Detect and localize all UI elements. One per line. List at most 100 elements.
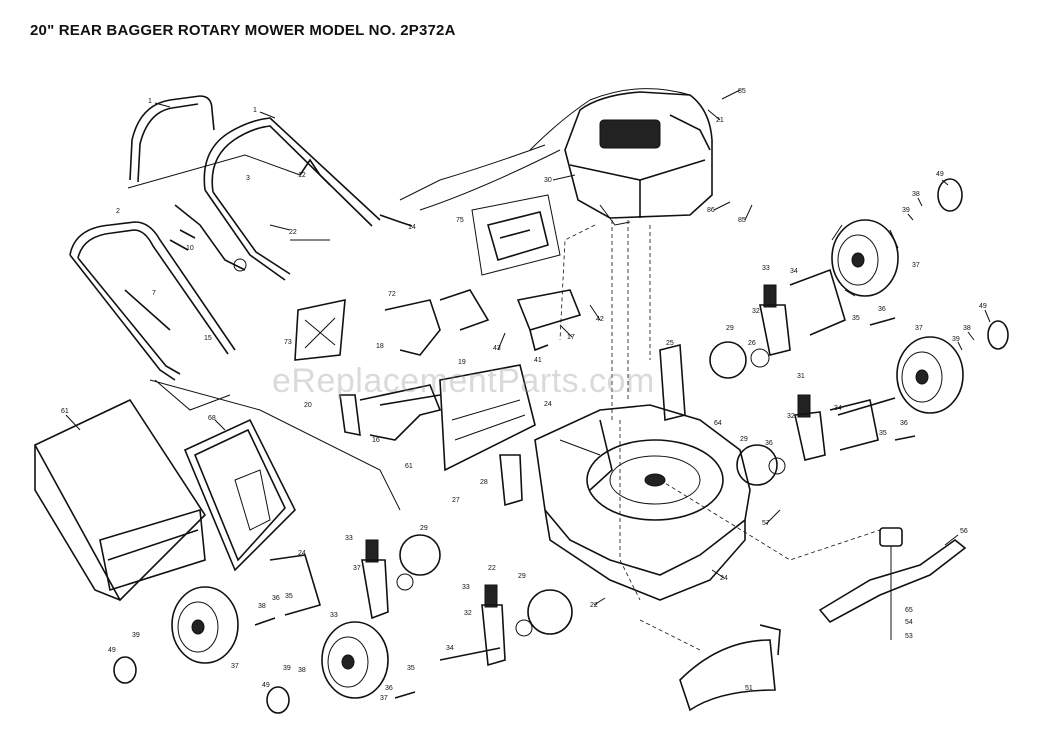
gear-plates: [396, 341, 786, 637]
callout-c77: 33: [330, 612, 338, 619]
mower-deck: [534, 404, 751, 601]
callout-c72: 22: [488, 565, 496, 572]
callout-c20: 38: [963, 325, 971, 332]
callout-c39: 61: [405, 463, 413, 470]
callout-c56: 28: [480, 479, 488, 486]
wheel-left-bottom: [171, 586, 239, 664]
rear-door-parts: [339, 364, 536, 472]
callout-c67: 49: [108, 647, 116, 654]
callout-c21: 39: [952, 336, 960, 343]
callout-c42: 25: [666, 340, 674, 347]
callout-c82: 65: [905, 607, 913, 614]
callout-c32: 22: [289, 229, 297, 236]
deck-brackets: [499, 343, 686, 507]
callout-c27: 72: [388, 291, 396, 298]
callout-c66: 39: [132, 632, 140, 639]
diagram-title: 20" REAR BAGGER ROTARY MOWER MODEL NO. 2…: [30, 22, 456, 39]
callout-c83: 54: [905, 619, 913, 626]
callout-c35: 12: [298, 172, 306, 179]
callout-c49: 32: [787, 413, 795, 420]
callout-labels: 1 1 2 3 85 21 30 86 85 49 38 39 37 33 34…: [61, 88, 987, 702]
callout-c40: 41: [534, 357, 542, 364]
callout-c48: 31: [797, 373, 805, 380]
callout-c81: 37: [380, 695, 388, 702]
callout-c59: 33: [345, 535, 353, 542]
callout-c23: 75: [456, 217, 464, 224]
callout-c74: 34: [446, 645, 454, 652]
callout-c53: 61: [61, 408, 69, 415]
callout-c52: 36: [900, 420, 908, 427]
callout-c22: 37: [915, 325, 923, 332]
callout-c68: 37: [231, 663, 239, 670]
bracket-box: [471, 194, 561, 276]
callout-c84: 53: [905, 633, 913, 640]
callout-c36: 15: [204, 335, 212, 342]
callout-c15: 34: [790, 268, 798, 275]
callout-c13: 37: [912, 262, 920, 269]
callout-c3: 2: [116, 208, 120, 215]
callout-c7: 30: [544, 177, 552, 184]
callout-c63: 36: [272, 595, 280, 602]
callout-c61: 37: [353, 565, 361, 572]
callout-c62: 24: [298, 550, 306, 557]
callout-c12: 39: [902, 207, 910, 214]
callout-c79: 49: [262, 682, 270, 689]
callout-c41: 24: [544, 401, 552, 408]
callout-c37: 20: [304, 402, 312, 409]
callout-c30: 73: [284, 339, 292, 346]
height-adjusters: [269, 268, 879, 667]
callout-c46: 29: [740, 436, 748, 443]
callout-c4: 3: [246, 175, 250, 182]
callout-c28: 18: [376, 343, 384, 350]
callout-c55: 27: [452, 497, 460, 504]
callout-c69: 33: [462, 584, 470, 591]
callout-c75: 35: [407, 665, 415, 672]
callout-c29: 19: [458, 359, 466, 366]
callout-c8: 86: [707, 207, 715, 214]
callout-c65: 38: [258, 603, 266, 610]
watermark-text: eReplacementParts.com: [272, 362, 655, 400]
bag-frame-outline: [149, 379, 401, 511]
callout-c11: 38: [912, 191, 920, 198]
mulch-plug: [294, 298, 346, 361]
callout-c6: 21: [716, 117, 724, 124]
upper-handle: [127, 95, 301, 189]
callout-c85: 51: [745, 685, 753, 692]
engine: [399, 88, 713, 226]
chute-bracket: [384, 289, 582, 356]
callout-c80: 38: [298, 667, 306, 674]
callout-c86: 22: [590, 602, 598, 609]
callout-c38: 16: [372, 437, 380, 444]
leader-lines: [65, 89, 991, 606]
callout-c44: 26: [748, 340, 756, 347]
callout-c54: 68: [208, 415, 216, 422]
callout-c58: 56: [960, 528, 968, 535]
callout-c9: 85: [738, 217, 746, 224]
callout-c10: 49: [936, 171, 944, 178]
callout-c51: 35: [879, 430, 887, 437]
callout-c24: 17: [567, 334, 575, 341]
blade: [818, 527, 967, 640]
control-bail-parts: [124, 158, 413, 331]
wheel-right-top: [831, 219, 899, 297]
wheel-center-bottom: [321, 621, 389, 699]
wheel-right-mid: [896, 336, 964, 414]
baffle: [679, 624, 781, 712]
callout-c43: 29: [726, 325, 734, 332]
callout-c34: 10: [186, 245, 194, 252]
callout-c25: 43: [493, 345, 501, 352]
callout-c18: 36: [878, 306, 886, 313]
callout-c17: 35: [852, 315, 860, 322]
callout-c70: 32: [464, 610, 472, 617]
callout-c73: 24: [720, 575, 728, 582]
lower-handle: [69, 221, 236, 411]
callout-c5: 85: [738, 88, 746, 95]
bag-frame: [183, 418, 296, 572]
callout-c64: 35: [285, 593, 293, 600]
callout-c60: 29: [420, 525, 428, 532]
callout-c31: 14: [408, 224, 416, 231]
callout-c45: 64: [714, 420, 722, 427]
callout-c16: 32: [752, 308, 760, 315]
callout-c14: 33: [762, 265, 770, 272]
